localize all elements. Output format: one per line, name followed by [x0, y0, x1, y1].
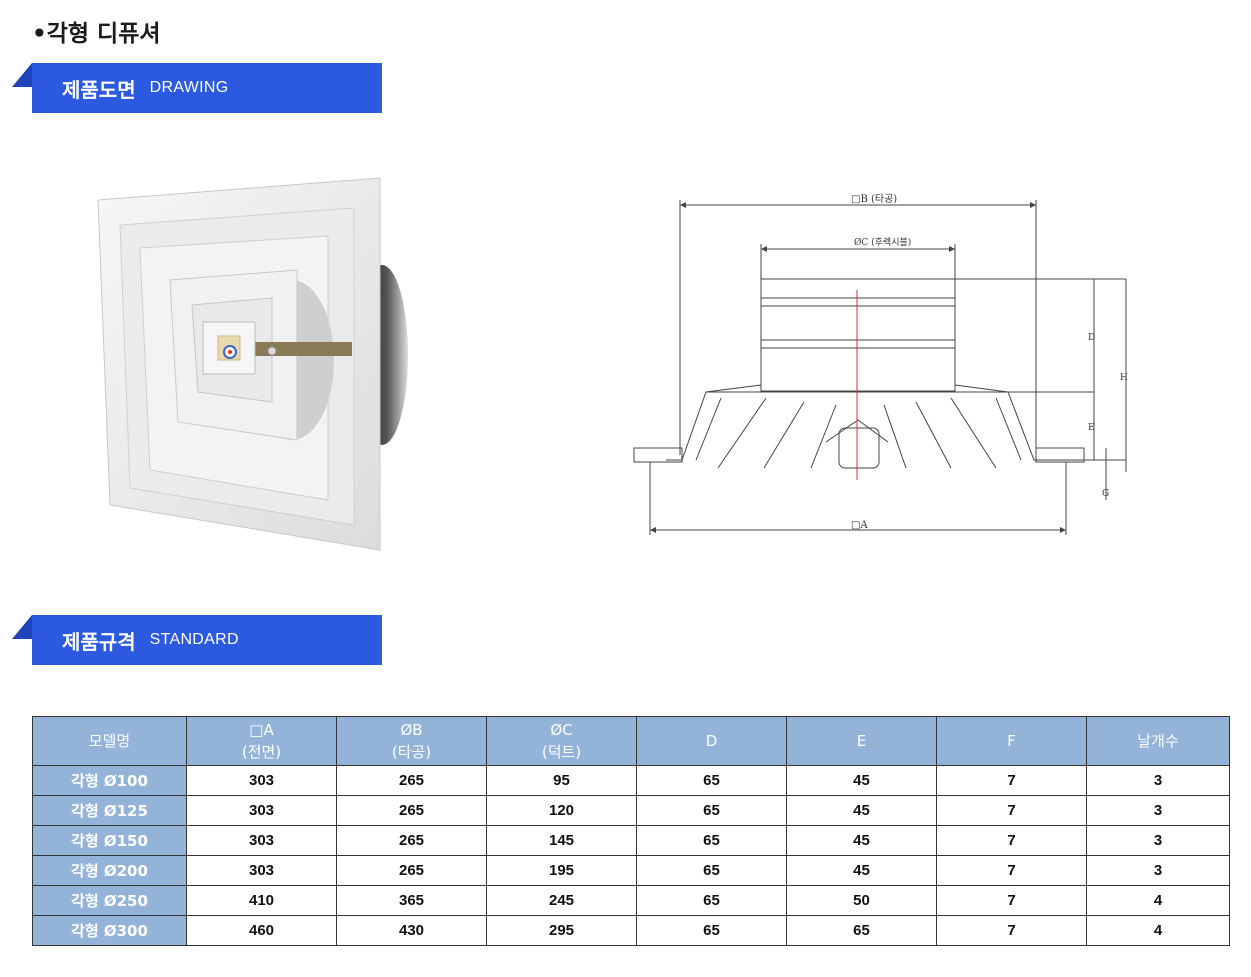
dim-label-b: □B (타공) — [851, 193, 897, 205]
value-cell: 7 — [936, 795, 1087, 826]
dim-label-c: ØC (후렉시블) — [854, 237, 911, 248]
value-cell: 7 — [936, 855, 1087, 886]
value-cell: 3 — [1086, 855, 1230, 886]
value-cell: 45 — [786, 765, 937, 796]
value-cell: 295 — [486, 915, 637, 946]
header-cell: D — [636, 716, 787, 766]
header-cell: ØC(덕트) — [486, 716, 637, 766]
banner-corner — [12, 615, 32, 639]
value-cell: 7 — [936, 885, 1087, 916]
page-title: •각형 디퓨셔 — [32, 21, 161, 47]
value-cell: 120 — [486, 795, 637, 826]
value-cell: 65 — [636, 885, 787, 916]
value-cell: 45 — [786, 825, 937, 856]
header-cell: E — [786, 716, 937, 766]
value-cell: 65 — [636, 915, 787, 946]
value-cell: 265 — [336, 855, 487, 886]
product-photo — [97, 177, 408, 551]
value-cell: 50 — [786, 885, 937, 916]
technical-drawing: □B (타공) ØC (후렉시블) □A D E H G — [633, 193, 1128, 535]
value-cell: 65 — [786, 915, 937, 946]
model-cell: 각형 Ø300 — [32, 915, 187, 946]
value-cell: 303 — [186, 825, 337, 856]
value-cell: 365 — [336, 885, 487, 916]
value-cell: 65 — [636, 825, 787, 856]
value-cell: 3 — [1086, 765, 1230, 796]
value-cell: 45 — [786, 855, 937, 886]
section-title-en: STANDARD — [149, 631, 239, 648]
section-title-ko: 제품규격 — [62, 629, 136, 654]
value-cell: 303 — [186, 855, 337, 886]
section-banner-standard: 제품규격 STANDARD — [12, 615, 382, 665]
value-cell: 430 — [336, 915, 487, 946]
table-header-row: 모델명 □A(전면) ØB(타공) ØC(덕트) D E F 날개수 — [32, 716, 1230, 766]
value-cell: 65 — [636, 795, 787, 826]
value-cell: 460 — [186, 915, 337, 946]
value-cell: 3 — [1086, 795, 1230, 826]
value-cell: 7 — [936, 765, 1087, 796]
header-cell: 날개수 — [1086, 716, 1230, 766]
model-cell: 각형 Ø150 — [32, 825, 187, 856]
section-banner-drawing: 제품도면 DRAWING — [12, 63, 382, 113]
header-cell: F — [936, 716, 1087, 766]
value-cell: 65 — [636, 765, 787, 796]
value-cell: 4 — [1086, 915, 1230, 946]
dim-label-g: G — [1102, 489, 1109, 499]
header-cell: 모델명 — [32, 716, 187, 766]
header-cell: ØB(타공) — [336, 716, 487, 766]
spec-table: 모델명 □A(전면) ØB(타공) ØC(덕트) D E F 날개수 각형 Ø1… — [32, 716, 1230, 946]
value-cell: 7 — [936, 825, 1087, 856]
model-cell: 각형 Ø100 — [32, 765, 187, 796]
dim-label-e: E — [1088, 423, 1095, 433]
section-title-en: DRAWING — [149, 79, 229, 96]
value-cell: 195 — [486, 855, 637, 886]
model-cell: 각형 Ø125 — [32, 795, 187, 826]
value-cell: 265 — [336, 765, 487, 796]
value-cell: 65 — [636, 855, 787, 886]
section-title-ko: 제품도면 — [62, 77, 136, 102]
model-cell: 각형 Ø200 — [32, 855, 187, 886]
dim-label-a: □A — [851, 520, 868, 531]
value-cell: 95 — [486, 765, 637, 796]
value-cell: 303 — [186, 765, 337, 796]
value-cell: 265 — [336, 795, 487, 826]
value-cell: 245 — [486, 885, 637, 916]
value-cell: 3 — [1086, 825, 1230, 856]
value-cell: 410 — [186, 885, 337, 916]
value-cell: 303 — [186, 795, 337, 826]
model-cell: 각형 Ø250 — [32, 885, 187, 916]
value-cell: 265 — [336, 825, 487, 856]
value-cell: 145 — [486, 825, 637, 856]
value-cell: 7 — [936, 915, 1087, 946]
dim-label-h: H — [1120, 373, 1128, 383]
value-cell: 4 — [1086, 885, 1230, 916]
value-cell: 45 — [786, 795, 937, 826]
header-cell: □A(전면) — [186, 716, 337, 766]
dim-label-d: D — [1088, 333, 1095, 343]
banner-corner — [12, 63, 32, 87]
